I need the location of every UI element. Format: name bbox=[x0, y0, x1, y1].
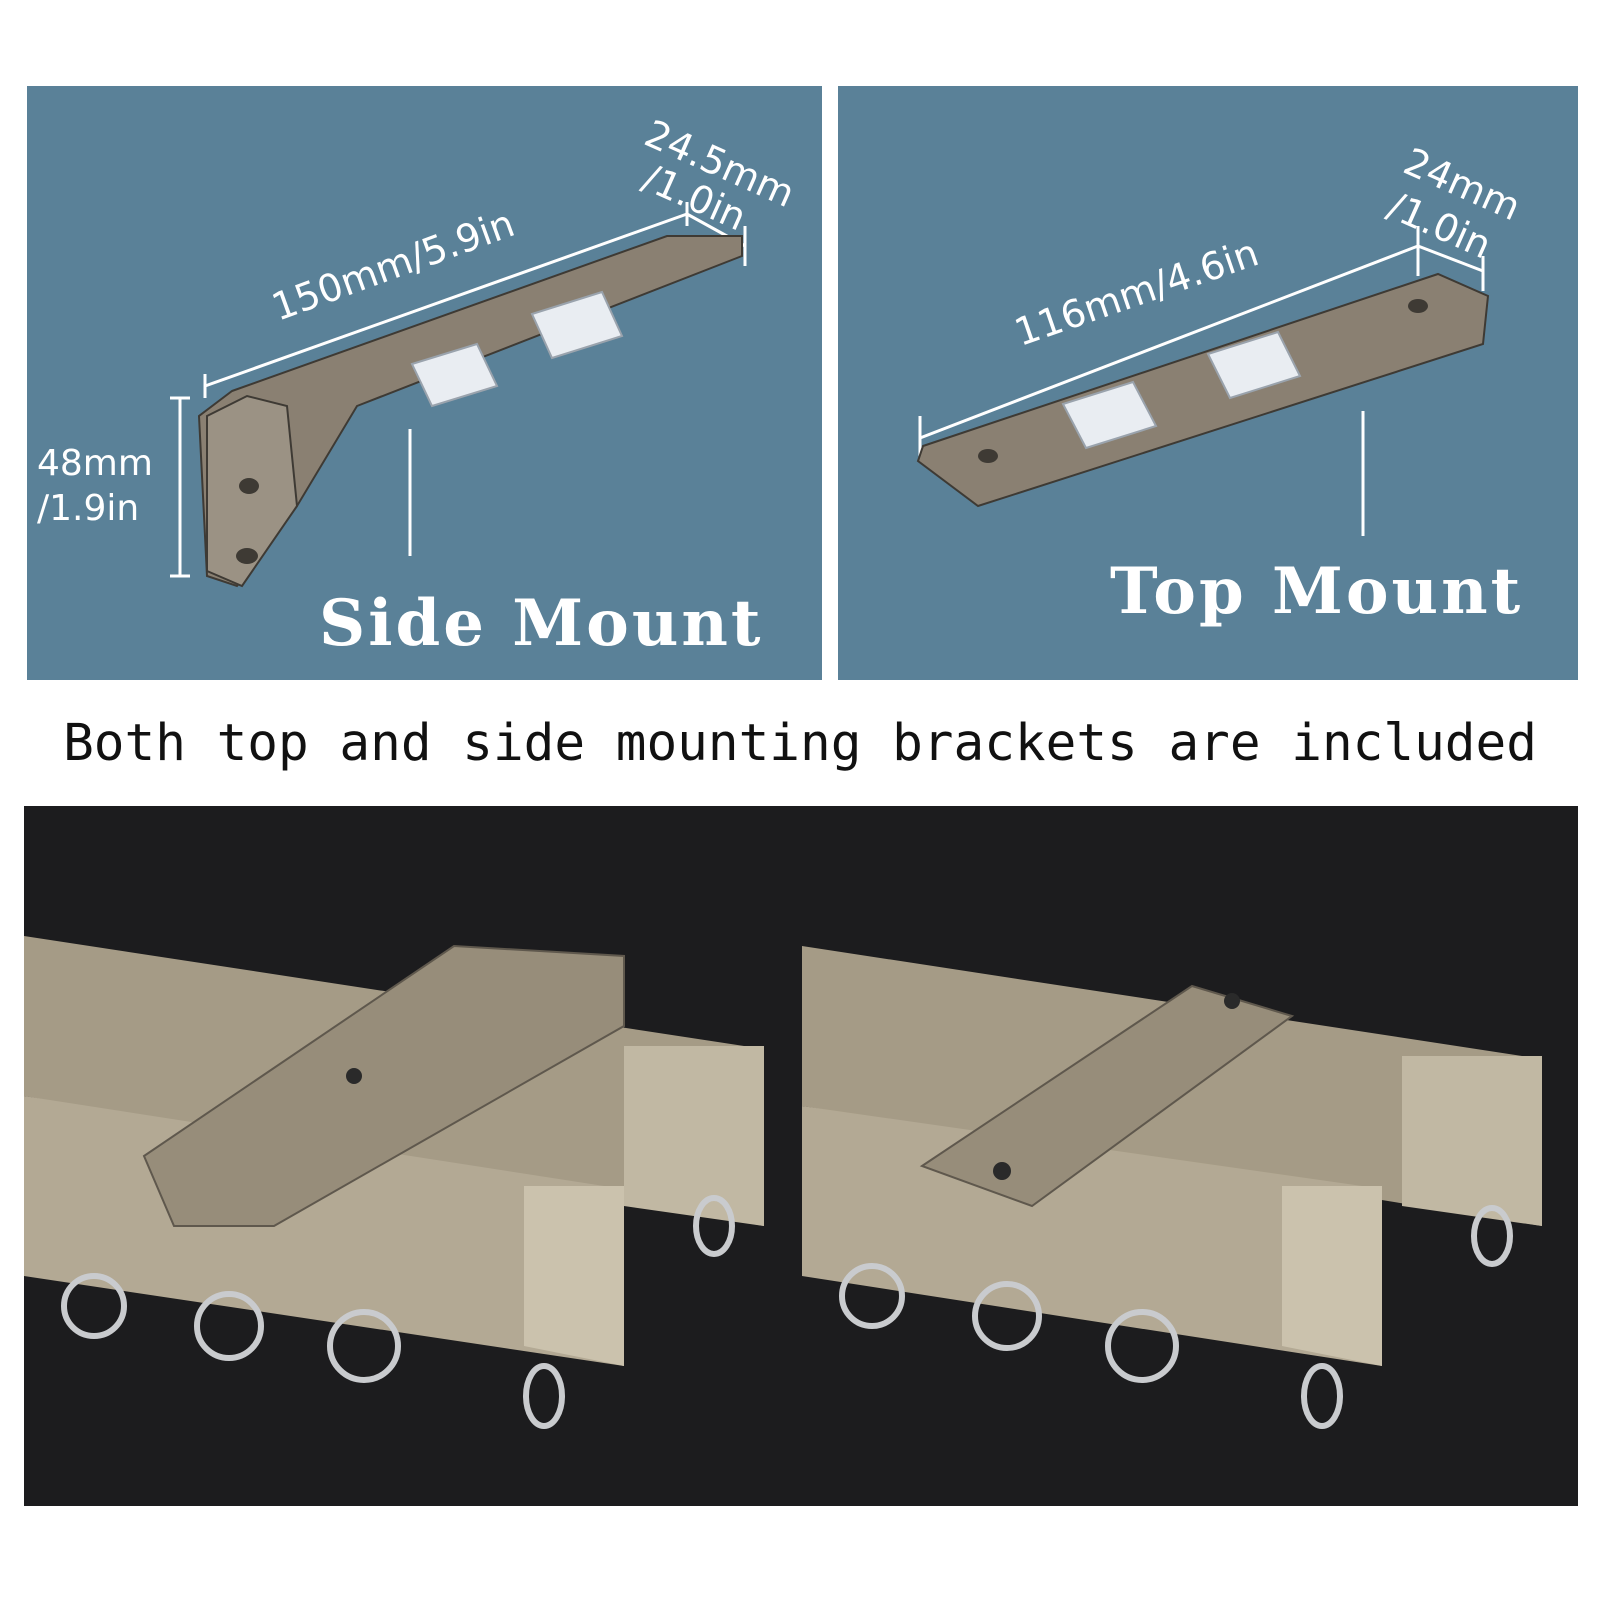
top-mounted-rail-photo bbox=[802, 806, 1578, 1506]
side-mount-panel: 150mm/5.9in 24.5mm /1.0in 48mm /1.9in Si… bbox=[27, 86, 822, 680]
brackets-included-caption: Both top and side mounting brackets are … bbox=[63, 714, 1537, 773]
top-mount-title: Top Mount bbox=[1110, 554, 1524, 629]
top-mount-bracket-illustration bbox=[916, 226, 1490, 536]
top-mount-panel: 116mm/4.6in 24mm /1.0in Top Mount bbox=[838, 86, 1578, 680]
side-mount-bracket-illustration bbox=[170, 202, 747, 588]
side-mount-height-line2: /1.9in bbox=[37, 488, 140, 529]
side-mounted-rail-illustration bbox=[24, 936, 764, 1429]
side-mount-height-line1: 48mm bbox=[37, 443, 153, 484]
side-mount-title: Side Mount bbox=[319, 586, 764, 661]
side-mounted-rail-photo bbox=[24, 806, 802, 1506]
side-mount-height-label: 48mm /1.9in bbox=[37, 441, 153, 531]
top-mounted-rail-illustration bbox=[802, 946, 1542, 1429]
